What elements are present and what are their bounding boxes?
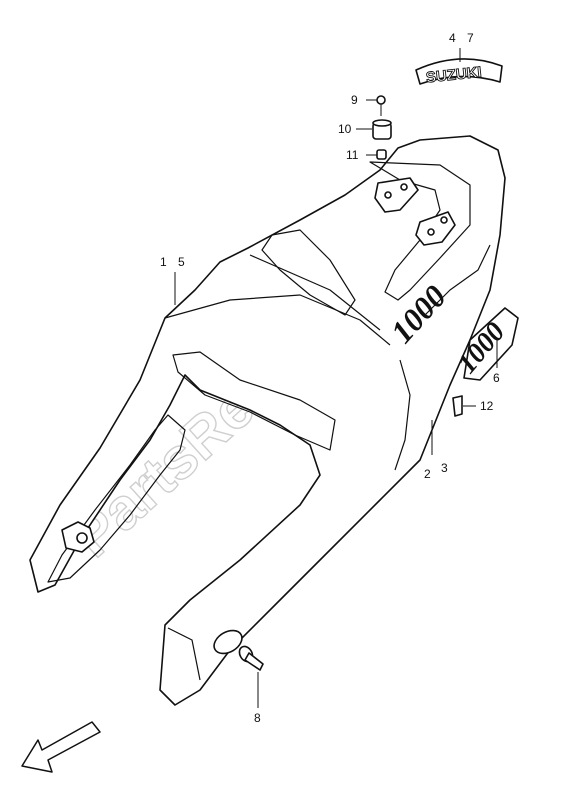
callout-1: 1 [160, 255, 167, 269]
callout-2: 2 [424, 467, 431, 481]
callout-4: 4 [449, 31, 456, 45]
callout-7: 7 [467, 31, 474, 45]
front-direction-arrow-icon [21, 721, 101, 773]
callout-8: 8 [254, 711, 261, 725]
screw-9 [376, 95, 386, 116]
nut-11 [376, 149, 387, 160]
callout-labels: 1 5 4 7 9 10 11 2 3 6 12 8 [160, 31, 500, 725]
seat-tail-cover [29, 135, 506, 706]
screw-8 [238, 645, 264, 671]
leader-lines [174, 48, 498, 708]
callout-12: 12 [480, 399, 494, 413]
callout-11: 11 [346, 148, 359, 162]
cushion-10 [372, 119, 392, 140]
callout-9: 9 [351, 93, 358, 107]
callout-3: 3 [441, 461, 448, 475]
callout-10: 10 [338, 122, 352, 136]
clip-12 [452, 395, 463, 417]
suzuki-emblem: SUZUKI [415, 58, 503, 87]
callout-6: 6 [493, 371, 500, 385]
callout-5: 5 [178, 255, 185, 269]
suzuki-emblem-text: SUZUKI [425, 64, 482, 87]
